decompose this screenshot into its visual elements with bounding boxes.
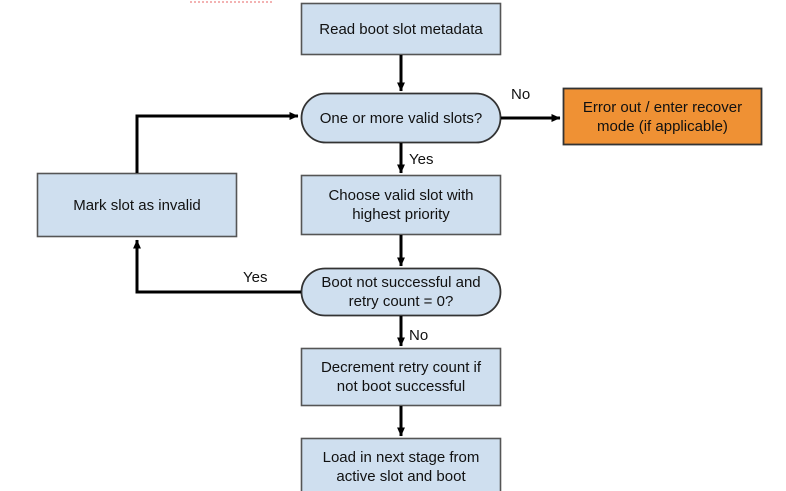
edge-label-yes-retry-exhausted: Yes [243,269,268,286]
node-boot-not-successful-and-retry-count-zero[interactable] [300,267,502,317]
edge-label-no-valid-slots: No [511,86,531,103]
node-choose-valid-slot-with-highest-priority[interactable] [300,174,502,236]
node-error-out-enter-recover-mode[interactable] [562,87,763,146]
node-read-boot-slot-metadata[interactable] [300,2,502,56]
node-one-or-more-valid-slots[interactable] [300,92,502,144]
edge-label-yes-valid-slots: Yes [409,151,434,168]
edge-label-no-retry-remaining: No [409,327,429,344]
node-load-next-stage-from-active-slot[interactable] [300,437,502,491]
edge-mark-invalid-to-valid-slots [135,112,299,173]
node-mark-slot-as-invalid[interactable] [36,172,238,238]
top-dotted-marker [190,1,272,3]
edge-boot-check-yes-to-mark-invalid [133,239,301,294]
node-decrement-retry-count[interactable] [300,347,502,407]
